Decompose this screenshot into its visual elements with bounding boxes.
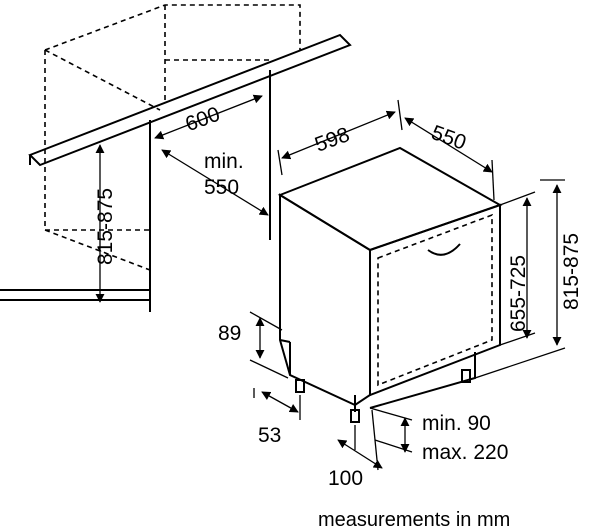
dishwasher-body	[277, 146, 503, 423]
label-foot-height: 89	[218, 322, 241, 345]
dimension-lines	[95, 94, 566, 471]
label-foot-offset: 53	[258, 424, 281, 447]
label-appliance-total-height: 815-875	[560, 233, 583, 310]
label-plinth-depth: 100	[328, 467, 363, 490]
label-appliance-depth: 550	[428, 121, 469, 155]
side-cabinet-wall	[0, 70, 271, 312]
label-niche-min-line2: 550	[204, 176, 239, 199]
caption-units: measurements in mm	[318, 509, 510, 531]
label-appliance-width: 598	[312, 123, 353, 157]
label-plinth-max: max. 220	[422, 441, 508, 464]
worktop	[28, 33, 352, 167]
label-plinth-min: min. 90	[422, 412, 491, 435]
label-niche-height: 815-875	[94, 188, 117, 265]
label-appliance-body-height: 655-725	[507, 255, 530, 332]
label-niche-min-line1: min.	[204, 150, 244, 173]
cabinet-niche-outline	[44, 4, 301, 271]
